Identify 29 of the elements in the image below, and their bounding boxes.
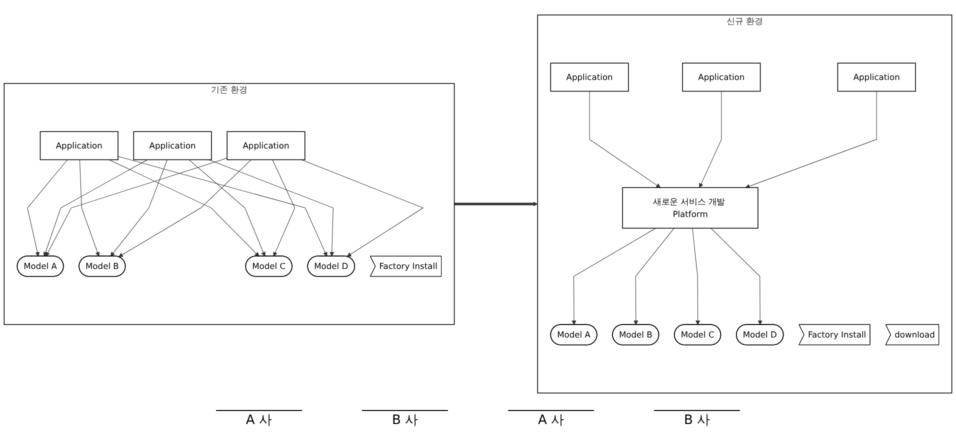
company-label: B 사 [654, 410, 740, 429]
arrow [301, 159, 424, 257]
node-box: 새로운 서비스 개발 Platform [622, 187, 758, 229]
arrow [454, 202, 538, 206]
node-box: Application [40, 131, 118, 160]
arrow [43, 159, 148, 257]
arrow [208, 159, 334, 257]
arrow [692, 228, 700, 326]
arrow [27, 159, 68, 257]
arrow [272, 159, 296, 257]
node-box: Application [837, 62, 916, 92]
company-label: A 사 [508, 410, 594, 429]
node-box: Application [550, 62, 629, 92]
arrow [634, 228, 674, 326]
arrow [589, 91, 661, 188]
arrow [745, 91, 877, 188]
company-label: B 사 [362, 410, 448, 429]
arrow [46, 158, 228, 257]
arrow [710, 228, 762, 326]
node-box: Application [682, 62, 761, 92]
node-box: Application [133, 131, 212, 160]
arrow [699, 91, 722, 188]
arrow [79, 159, 100, 257]
company-label: A 사 [216, 410, 302, 429]
arrow [572, 228, 656, 326]
arrow [188, 159, 266, 257]
node-box: Application [226, 131, 306, 160]
arrow [110, 159, 168, 257]
arrow [118, 156, 328, 257]
